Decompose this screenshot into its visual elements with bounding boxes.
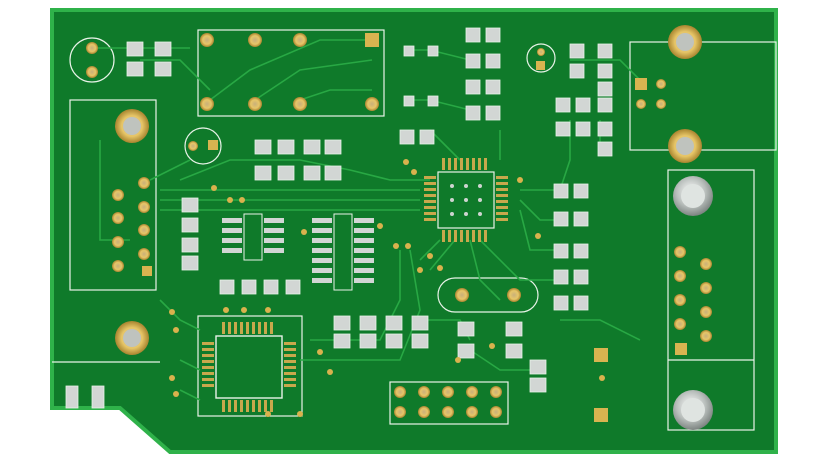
gold-pads [86,33,712,418]
qfp-chip-lower [202,322,296,412]
mounting-holes-silver [673,176,713,430]
vias [169,159,605,417]
qfp-chip-center [424,158,508,242]
soic-chips [222,213,374,291]
mounting-holes-gold [115,25,702,355]
silkscreen-outlines [52,29,777,431]
square-gold-pads [142,33,687,422]
smd-pads [65,27,613,409]
pcb-board [50,8,778,454]
